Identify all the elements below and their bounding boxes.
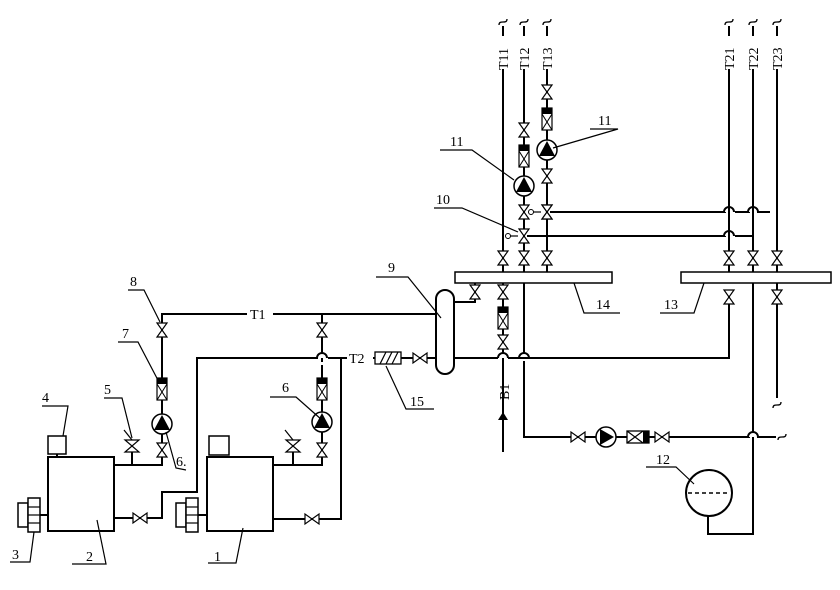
pipe-label-t13: T13	[541, 47, 556, 70]
burner-1	[175, 497, 207, 533]
three-way-valve-10-t12	[505, 228, 530, 244]
header-14-drain	[523, 283, 598, 438]
callout-6-right: 6	[282, 381, 289, 396]
callout-13: 13	[664, 298, 678, 313]
valve-t22	[747, 250, 759, 266]
hydraulic-separator-9	[435, 272, 497, 375]
callout-14: 14	[596, 298, 610, 313]
t11-break	[498, 18, 508, 26]
boiler-1	[206, 435, 274, 532]
filter-t12	[518, 144, 530, 168]
makeup-break	[777, 433, 787, 441]
makeup-pump	[595, 426, 617, 448]
mud-trap-15	[374, 351, 402, 365]
callout-2: 2	[86, 550, 93, 565]
leader-lines	[10, 128, 705, 565]
filter-header-14	[497, 306, 509, 330]
valve-makeup-a	[570, 431, 586, 443]
valve-t12-low	[518, 250, 530, 266]
t23-break	[772, 18, 782, 26]
valve-t12-mid	[518, 204, 530, 220]
callout-11-right: 11	[598, 114, 611, 129]
three-way-valve-10-t13	[528, 204, 553, 220]
callout-9: 9	[388, 261, 395, 276]
callout-10: 10	[436, 193, 450, 208]
valve-t13-top	[541, 84, 553, 100]
t13-break	[542, 18, 552, 26]
t23-down-break	[772, 401, 782, 409]
expansion-tank-12	[685, 469, 733, 517]
pump-boiler-2	[151, 413, 173, 435]
pipe-labels: T1 T2 B1 T11 T12 T13 T21 T22 T23	[247, 39, 786, 400]
valve-t13-b	[541, 168, 553, 184]
callout-7: 7	[122, 327, 129, 342]
valve-boiler-1-top	[316, 322, 328, 338]
return-valve-boiler-2	[132, 512, 148, 524]
boiler-2	[47, 435, 115, 532]
pipe-label-t23: T23	[771, 47, 786, 70]
t22-break	[748, 18, 758, 26]
valve-header-14-b	[497, 334, 509, 350]
valve-t13-low	[541, 250, 553, 266]
pipe-label-t1: T1	[250, 308, 266, 323]
callout-15: 15	[410, 395, 424, 410]
safety-valve-5	[123, 429, 141, 465]
callout-8: 8	[130, 275, 137, 290]
callout-3: 3	[12, 548, 19, 563]
valve-t2	[412, 352, 428, 364]
callout-12: 12	[656, 453, 670, 468]
filter-t13	[541, 107, 553, 131]
t21-break	[724, 18, 734, 26]
tank-line	[707, 283, 754, 535]
pump-11-t12	[513, 175, 535, 197]
callout-11-left: 11	[450, 135, 463, 150]
valve-t11	[497, 250, 509, 266]
pipe-crossover	[316, 352, 328, 359]
crossover-g	[747, 431, 759, 438]
pipe-label-t21: T21	[723, 47, 738, 70]
safety-valve-1	[284, 429, 302, 465]
valve-header-13-t23	[771, 289, 783, 305]
valve-boiler-1-low	[316, 442, 328, 458]
filter-boiler-1	[316, 377, 328, 401]
distribution-header-14	[454, 271, 613, 284]
valve-t12-top	[518, 122, 530, 138]
valve-header-14-a	[497, 284, 509, 300]
filter-makeup	[626, 430, 650, 444]
return-to-header-13	[508, 290, 730, 359]
t12-break	[519, 18, 529, 26]
callout-5: 5	[104, 383, 111, 398]
cold-water-inlet-b1	[498, 412, 508, 452]
callout-labels: 1 2 3 4 5 6 6. 7 8 9 10 11 11 12 13 14 1…	[12, 114, 678, 565]
callout-4: 4	[42, 391, 49, 406]
return-valve-boiler-1	[304, 513, 320, 525]
pipe-label-b1: B1	[498, 384, 513, 400]
boiler-1-riser	[273, 355, 323, 466]
callout-6-left: 6.	[176, 455, 187, 470]
burner-3	[17, 497, 48, 533]
valve-separator-top	[469, 284, 481, 300]
pipe-label-t11: T11	[497, 48, 512, 70]
valve-header-13-in	[723, 289, 735, 305]
valve-t23	[771, 250, 783, 266]
pipe-label-t2: T2	[349, 352, 365, 367]
valve-t21	[723, 250, 735, 266]
valve-boiler-2-low	[156, 442, 168, 458]
pump-11-t13	[536, 139, 558, 161]
pipe-label-t12: T12	[518, 47, 533, 70]
pump-boiler-1	[311, 411, 333, 433]
valve-makeup-b	[654, 431, 670, 443]
valve-8	[156, 322, 168, 338]
pipe-crossover-c	[497, 352, 509, 359]
pipe-label-t22: T22	[747, 47, 762, 70]
return-header-13	[680, 271, 832, 284]
callout-1: 1	[214, 550, 221, 565]
